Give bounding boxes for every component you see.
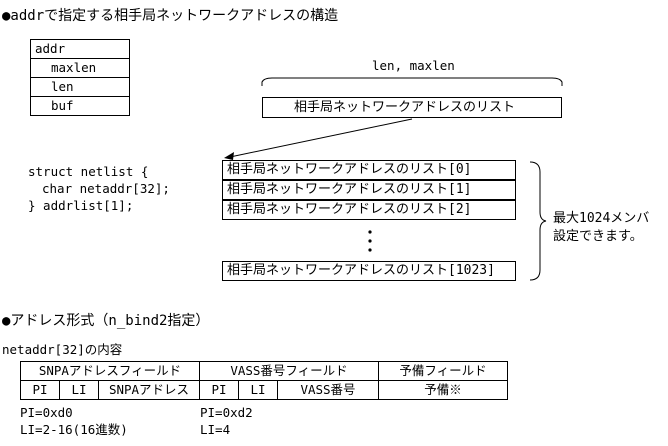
field-header-row: SNPAアドレスフィールド VASS番号フィールド 予備フィールド	[20, 361, 508, 381]
vass-li-note: LI=4	[200, 422, 231, 437]
snpa-li-cell: LI	[59, 380, 99, 400]
section1-title: ●addrで指定する相手局ネットワークアドレスの構造	[2, 8, 339, 24]
code-line-2: char netaddr[32];	[42, 181, 170, 196]
vass-pi-cell: PI	[199, 380, 239, 400]
snpa-address-cell: SNPAアドレス	[98, 380, 200, 400]
reserve-field-header: 予備フィールド	[378, 361, 508, 381]
snpa-li-note: LI=2-16(16進数)	[20, 422, 128, 437]
snpa-pi-note: PI=0xd0	[20, 405, 73, 420]
list-entry-0: 相手局ネットワークアドレスのリスト[0]	[222, 160, 516, 180]
address-format-table: SNPAアドレスフィールド VASS番号フィールド 予備フィールド PI LI …	[20, 361, 508, 400]
address-list-box	[262, 97, 562, 118]
list-entry-2: 相手局ネットワークアドレスのリスト[2]	[222, 200, 516, 220]
section2-subtitle: netaddr[32]の内容	[2, 342, 123, 357]
ellipsis-dot-2	[368, 239, 372, 243]
field-sub-row: PI LI SNPAアドレス PI LI VASS番号 予備※	[20, 380, 508, 400]
max-members-note-1: 最大1024メンバ	[553, 211, 650, 226]
snpa-field-header: SNPAアドレスフィールド	[20, 361, 200, 381]
snpa-pi-cell: PI	[20, 380, 60, 400]
vass-pi-note: PI=0xd2	[200, 405, 253, 420]
reserve-cell: 予備※	[378, 380, 508, 400]
ellipsis-dot-1	[368, 230, 372, 234]
address-list-label: 相手局ネットワークアドレスのリスト	[294, 100, 516, 115]
code-line-3: } addrlist[1];	[28, 198, 134, 213]
section2-title: ●アドレス形式（n_bind2指定）	[2, 313, 210, 329]
max-members-note-2: 設定できます。	[553, 229, 643, 244]
vass-number-cell: VASS番号	[277, 380, 379, 400]
ellipsis-dot-3	[368, 248, 372, 252]
len-maxlen-label: len, maxlen	[372, 58, 455, 73]
vass-field-header: VASS番号フィールド	[199, 361, 379, 381]
vass-li-cell: LI	[238, 380, 278, 400]
pointer-arrowhead	[224, 152, 234, 160]
buf-field: buf	[30, 96, 130, 116]
list-entry-last: 相手局ネットワークアドレスのリスト[1023]	[222, 261, 516, 281]
len-bracket	[261, 77, 563, 86]
code-line-1: struct netlist {	[28, 164, 149, 179]
list-entry-1: 相手局ネットワークアドレスのリスト[1]	[222, 180, 516, 200]
pointer-arrow-line	[229, 118, 413, 158]
members-brace	[529, 161, 547, 281]
